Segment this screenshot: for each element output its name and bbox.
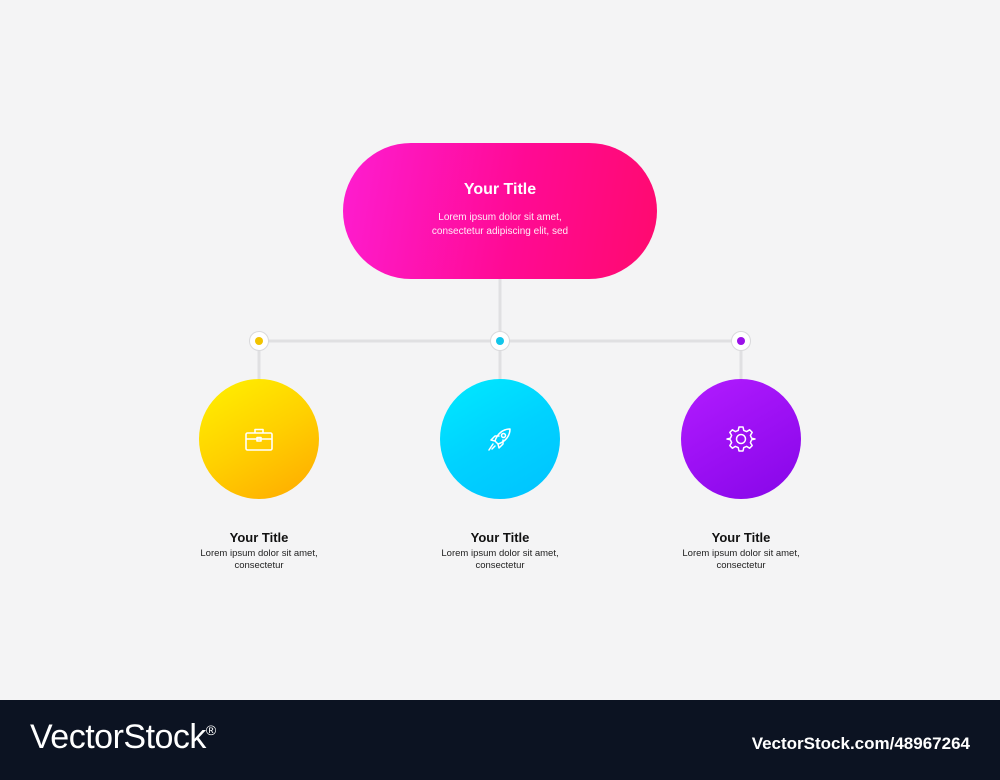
step-3-title: Your Title — [711, 530, 771, 545]
brand-name: VectorStock — [30, 718, 206, 756]
connector-dot-2 — [490, 331, 510, 351]
main-node-title: Your Title — [463, 181, 537, 198]
briefcase-icon — [245, 428, 273, 451]
gear-icon — [726, 426, 756, 452]
step-1-circle — [199, 379, 319, 499]
image-url: VectorStock.com/48967264 — [751, 734, 970, 753]
step-2-description: Lorem ipsum dolor sit amet, consectetur — [441, 548, 559, 571]
step-1-title: Your Title — [229, 530, 289, 545]
step-3-circle — [681, 379, 801, 499]
step-2-title: Your Title — [470, 530, 530, 545]
connector-dot-3 — [731, 331, 751, 351]
main-node: Your Title Lorem ipsum dolor sit amet, c… — [343, 143, 657, 279]
rocket-icon — [488, 428, 511, 451]
trademark-symbol: ® — [205, 722, 216, 738]
step-1-description: Lorem ipsum dolor sit amet, consectetur — [200, 548, 318, 571]
step-3-description: Lorem ipsum dolor sit amet, consectetur — [682, 548, 800, 571]
connector-dot-1 — [249, 331, 269, 351]
diagram-canvas: Your Title Lorem ipsum dolor sit amet, c… — [199, 143, 801, 571]
main-node-description: Lorem ipsum dolor sit amet, consectetur … — [431, 212, 569, 237]
vectorstock-logo: VectorStock® — [30, 718, 216, 757]
watermark-footer: VectorStock® VectorStock.com/48967264 — [0, 700, 1000, 780]
step-2-circle — [440, 379, 560, 499]
